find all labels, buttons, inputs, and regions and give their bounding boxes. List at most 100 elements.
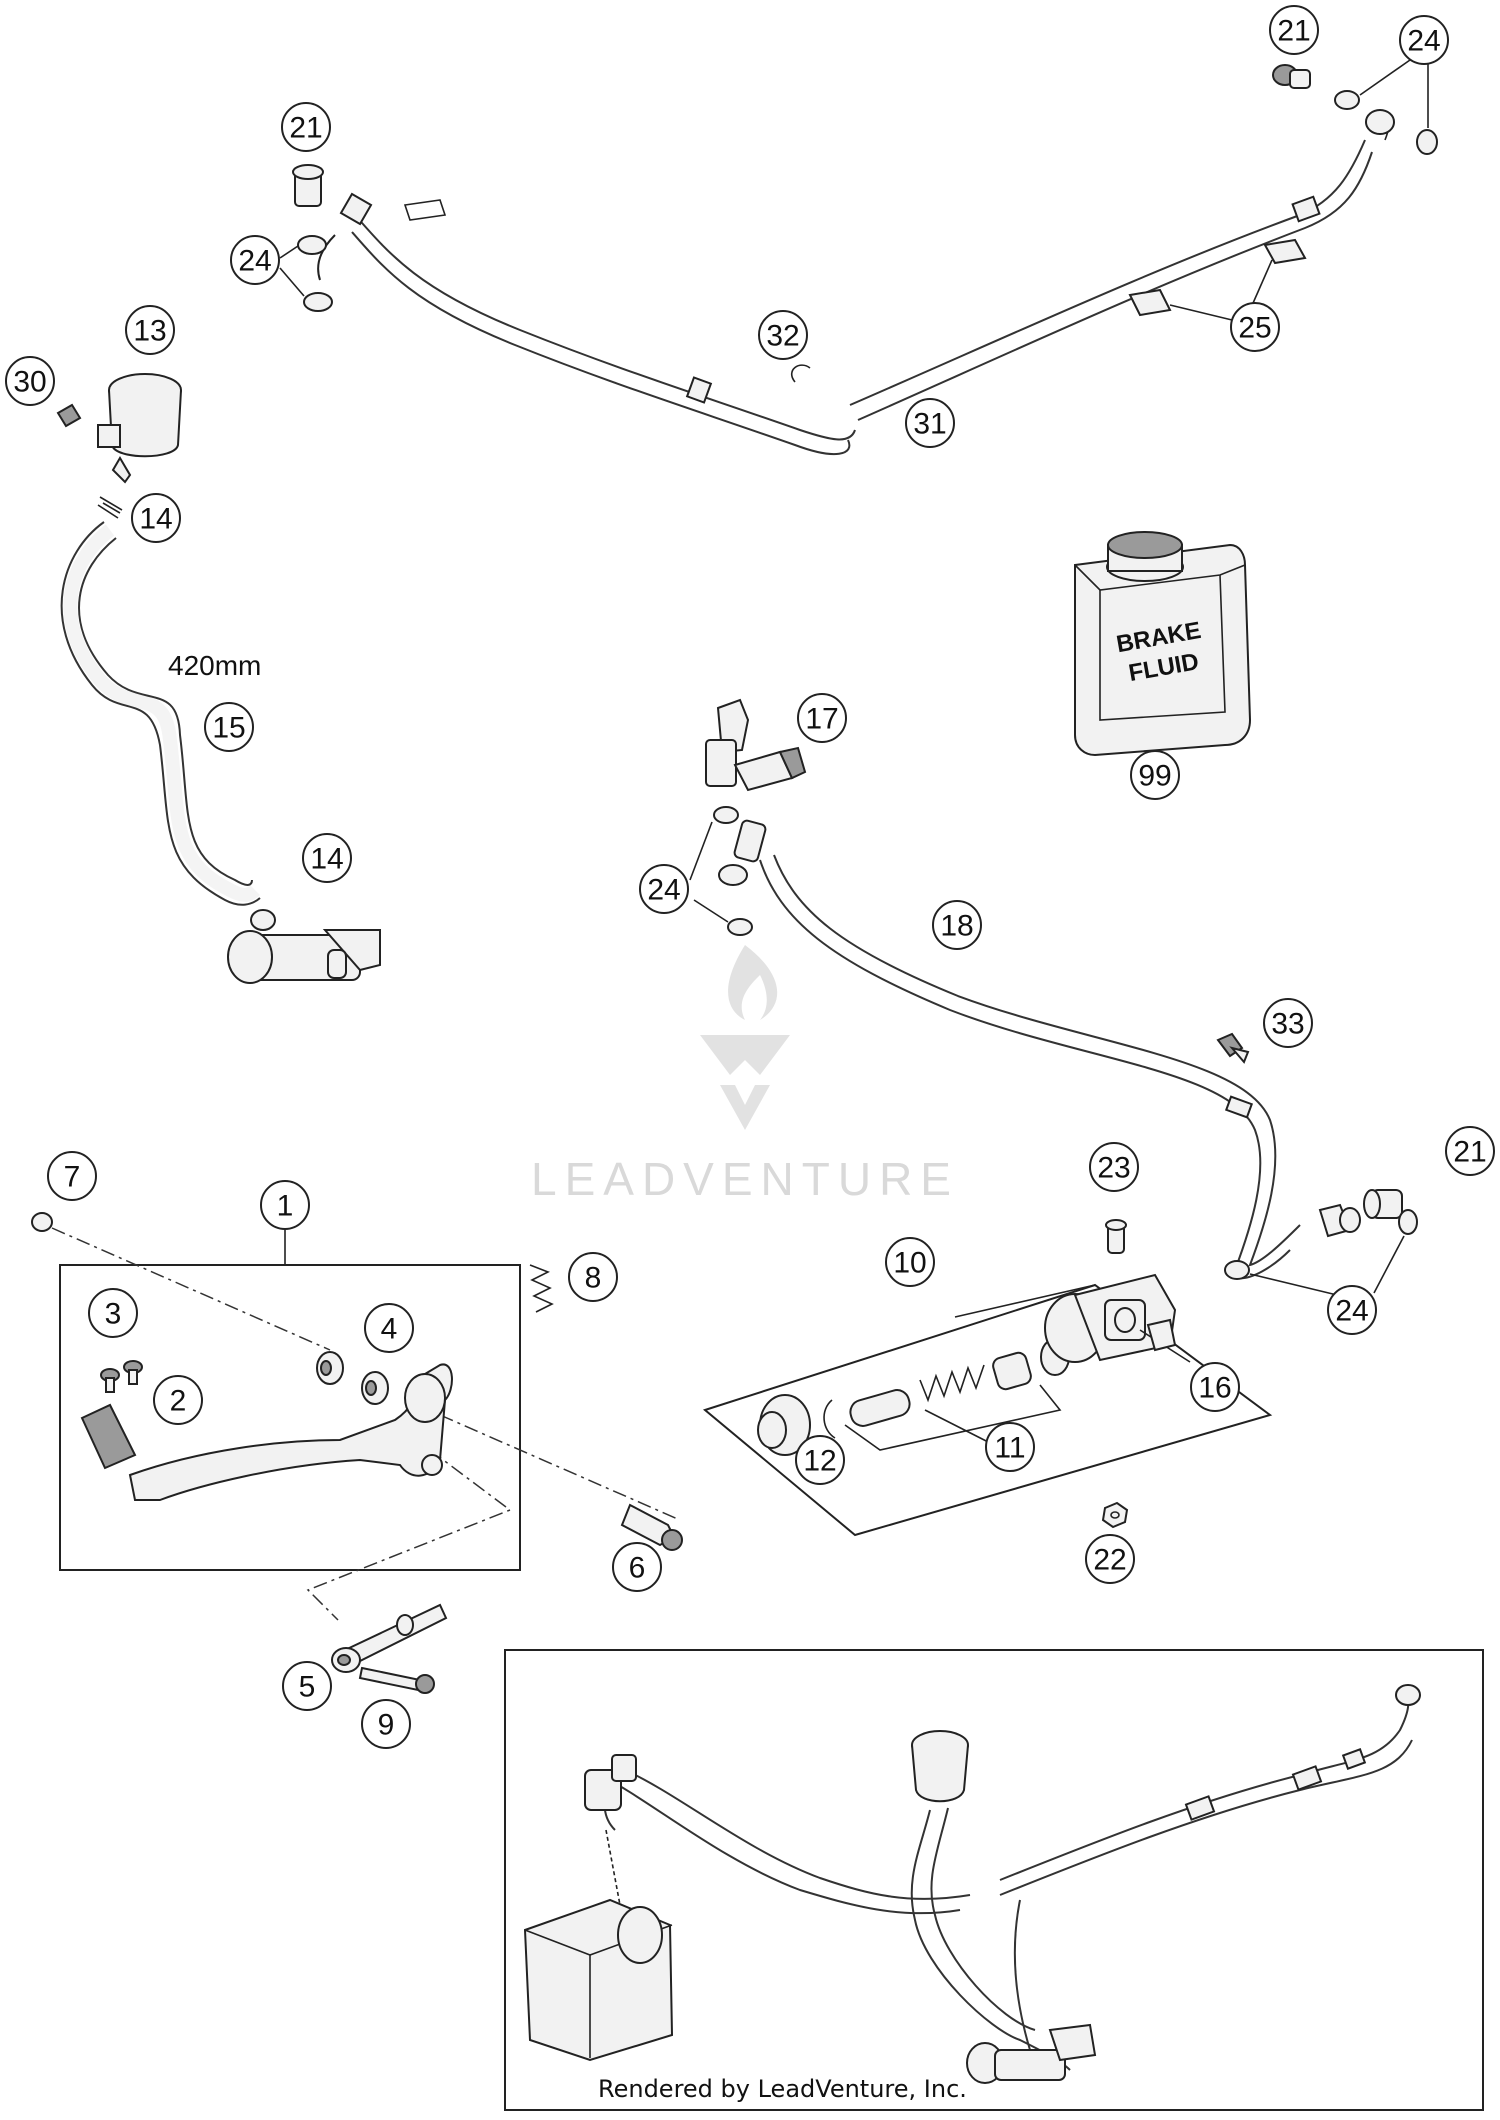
callout-circle	[797, 693, 847, 743]
callout-label: 7	[64, 1161, 81, 1194]
callout-circle	[1089, 1142, 1139, 1192]
seal-rings-top-left	[279, 235, 333, 312]
callout-circle	[1190, 1362, 1240, 1412]
brake-fluid-reservoir	[97, 373, 182, 484]
callout-30: 30	[5, 356, 55, 406]
seal-rings-top-right	[1334, 59, 1438, 155]
hose-clamp-upper	[97, 496, 123, 519]
callout-5: 5	[282, 1661, 332, 1711]
return-spring	[529, 1264, 554, 1313]
callout-21: 21	[281, 102, 331, 152]
callout-3: 3	[88, 1288, 138, 1338]
brake-pressure-switch	[705, 698, 807, 792]
pedal-group-box	[59, 1230, 521, 1571]
callout-label: 22	[1093, 1544, 1126, 1577]
callout-8: 8	[568, 1252, 618, 1302]
callout-label: 24	[1335, 1295, 1368, 1328]
washer-7	[31, 1212, 53, 1232]
callout-label: 14	[139, 503, 172, 536]
callout-label: 11	[994, 1432, 1025, 1465]
callout-label: 8	[585, 1262, 602, 1295]
callout-label: 15	[212, 712, 245, 745]
callout-24: 24	[639, 864, 689, 914]
callout-circle	[1269, 5, 1319, 55]
callout-label: 99	[1138, 760, 1171, 793]
callout-circle	[260, 1180, 310, 1230]
callout-16: 16	[1190, 1362, 1240, 1412]
inset-hoses	[584, 1684, 1421, 2071]
brake-hose-middle	[718, 819, 1361, 1280]
inset-abs-unit	[523, 1829, 674, 2062]
callout-24: 24	[1327, 1285, 1377, 1335]
callout-6: 6	[612, 1542, 662, 1592]
callout-label: 16	[1198, 1372, 1231, 1405]
callout-circle	[1130, 750, 1180, 800]
callout-10: 10	[885, 1237, 935, 1287]
callout-circle	[153, 1375, 203, 1425]
piston	[849, 1389, 911, 1427]
callout-label: 33	[1271, 1008, 1304, 1041]
circlip	[790, 364, 811, 383]
callout-9: 9	[361, 1699, 411, 1749]
callout-label: 25	[1238, 312, 1271, 345]
callout-label: 31	[913, 408, 946, 441]
callout-circle	[985, 1422, 1035, 1472]
callout-25: 25	[1230, 302, 1280, 352]
callout-circle	[1263, 998, 1313, 1048]
reservoir-hose	[60, 521, 261, 906]
callout-12: 12	[795, 1435, 845, 1485]
callout-label: 30	[13, 366, 46, 399]
callout-31: 31	[905, 398, 955, 448]
callout-4: 4	[364, 1303, 414, 1353]
callout-23: 23	[1089, 1142, 1139, 1192]
callout-1: 1	[260, 1180, 310, 1230]
brake-pedal-lever	[128, 1363, 453, 1501]
callout-label: 14	[310, 843, 343, 876]
reservoir-screw	[56, 403, 82, 428]
seal-rings-middle	[689, 806, 753, 936]
hose-length-note: 420mm	[168, 650, 261, 681]
callout-17: 17	[797, 693, 847, 743]
cylinder-body	[1044, 1273, 1177, 1363]
screws-3	[100, 1360, 143, 1393]
callout-circle	[364, 1303, 414, 1353]
brake-hose-top	[317, 109, 1395, 456]
callout-label: 18	[940, 910, 973, 943]
callout-label: 17	[805, 703, 838, 736]
callout-33: 33	[1263, 998, 1313, 1048]
callout-label: 24	[647, 874, 680, 907]
callout-circle	[639, 864, 689, 914]
bushings-4	[316, 1351, 389, 1405]
callout-14: 14	[302, 833, 352, 883]
callout-circle	[47, 1151, 97, 1201]
nut-22	[1101, 1501, 1129, 1529]
master-cylinder-left	[227, 909, 381, 984]
callout-label: 21	[1453, 1136, 1486, 1169]
callout-15: 15	[204, 702, 254, 752]
callout-21: 21	[1445, 1126, 1495, 1176]
render-credit: Rendered by LeadVenture, Inc.	[598, 2075, 967, 2103]
callout-label: 21	[289, 112, 322, 145]
dust-boot	[757, 1394, 811, 1456]
pivot-bolt-6	[620, 1503, 683, 1551]
callout-circle	[204, 702, 254, 752]
inset-reservoir	[911, 1730, 969, 1803]
bleeder-screw	[1105, 1219, 1127, 1254]
callout-circle	[795, 1435, 845, 1485]
callout-label: 1	[277, 1190, 294, 1223]
callout-circle	[230, 235, 280, 285]
callout-circle	[1445, 1126, 1495, 1176]
callout-label: 6	[629, 1552, 646, 1585]
callout-label: 2	[170, 1385, 187, 1418]
callout-13: 13	[125, 305, 175, 355]
callout-label: 10	[893, 1247, 926, 1280]
master-cylinder-kit	[702, 1273, 1273, 1537]
callout-circle	[282, 1661, 332, 1711]
callout-7: 7	[47, 1151, 97, 1201]
callout-24: 24	[1399, 15, 1449, 65]
callout-circle	[1399, 15, 1449, 65]
callout-label: 23	[1097, 1152, 1130, 1185]
spring	[919, 1364, 985, 1403]
